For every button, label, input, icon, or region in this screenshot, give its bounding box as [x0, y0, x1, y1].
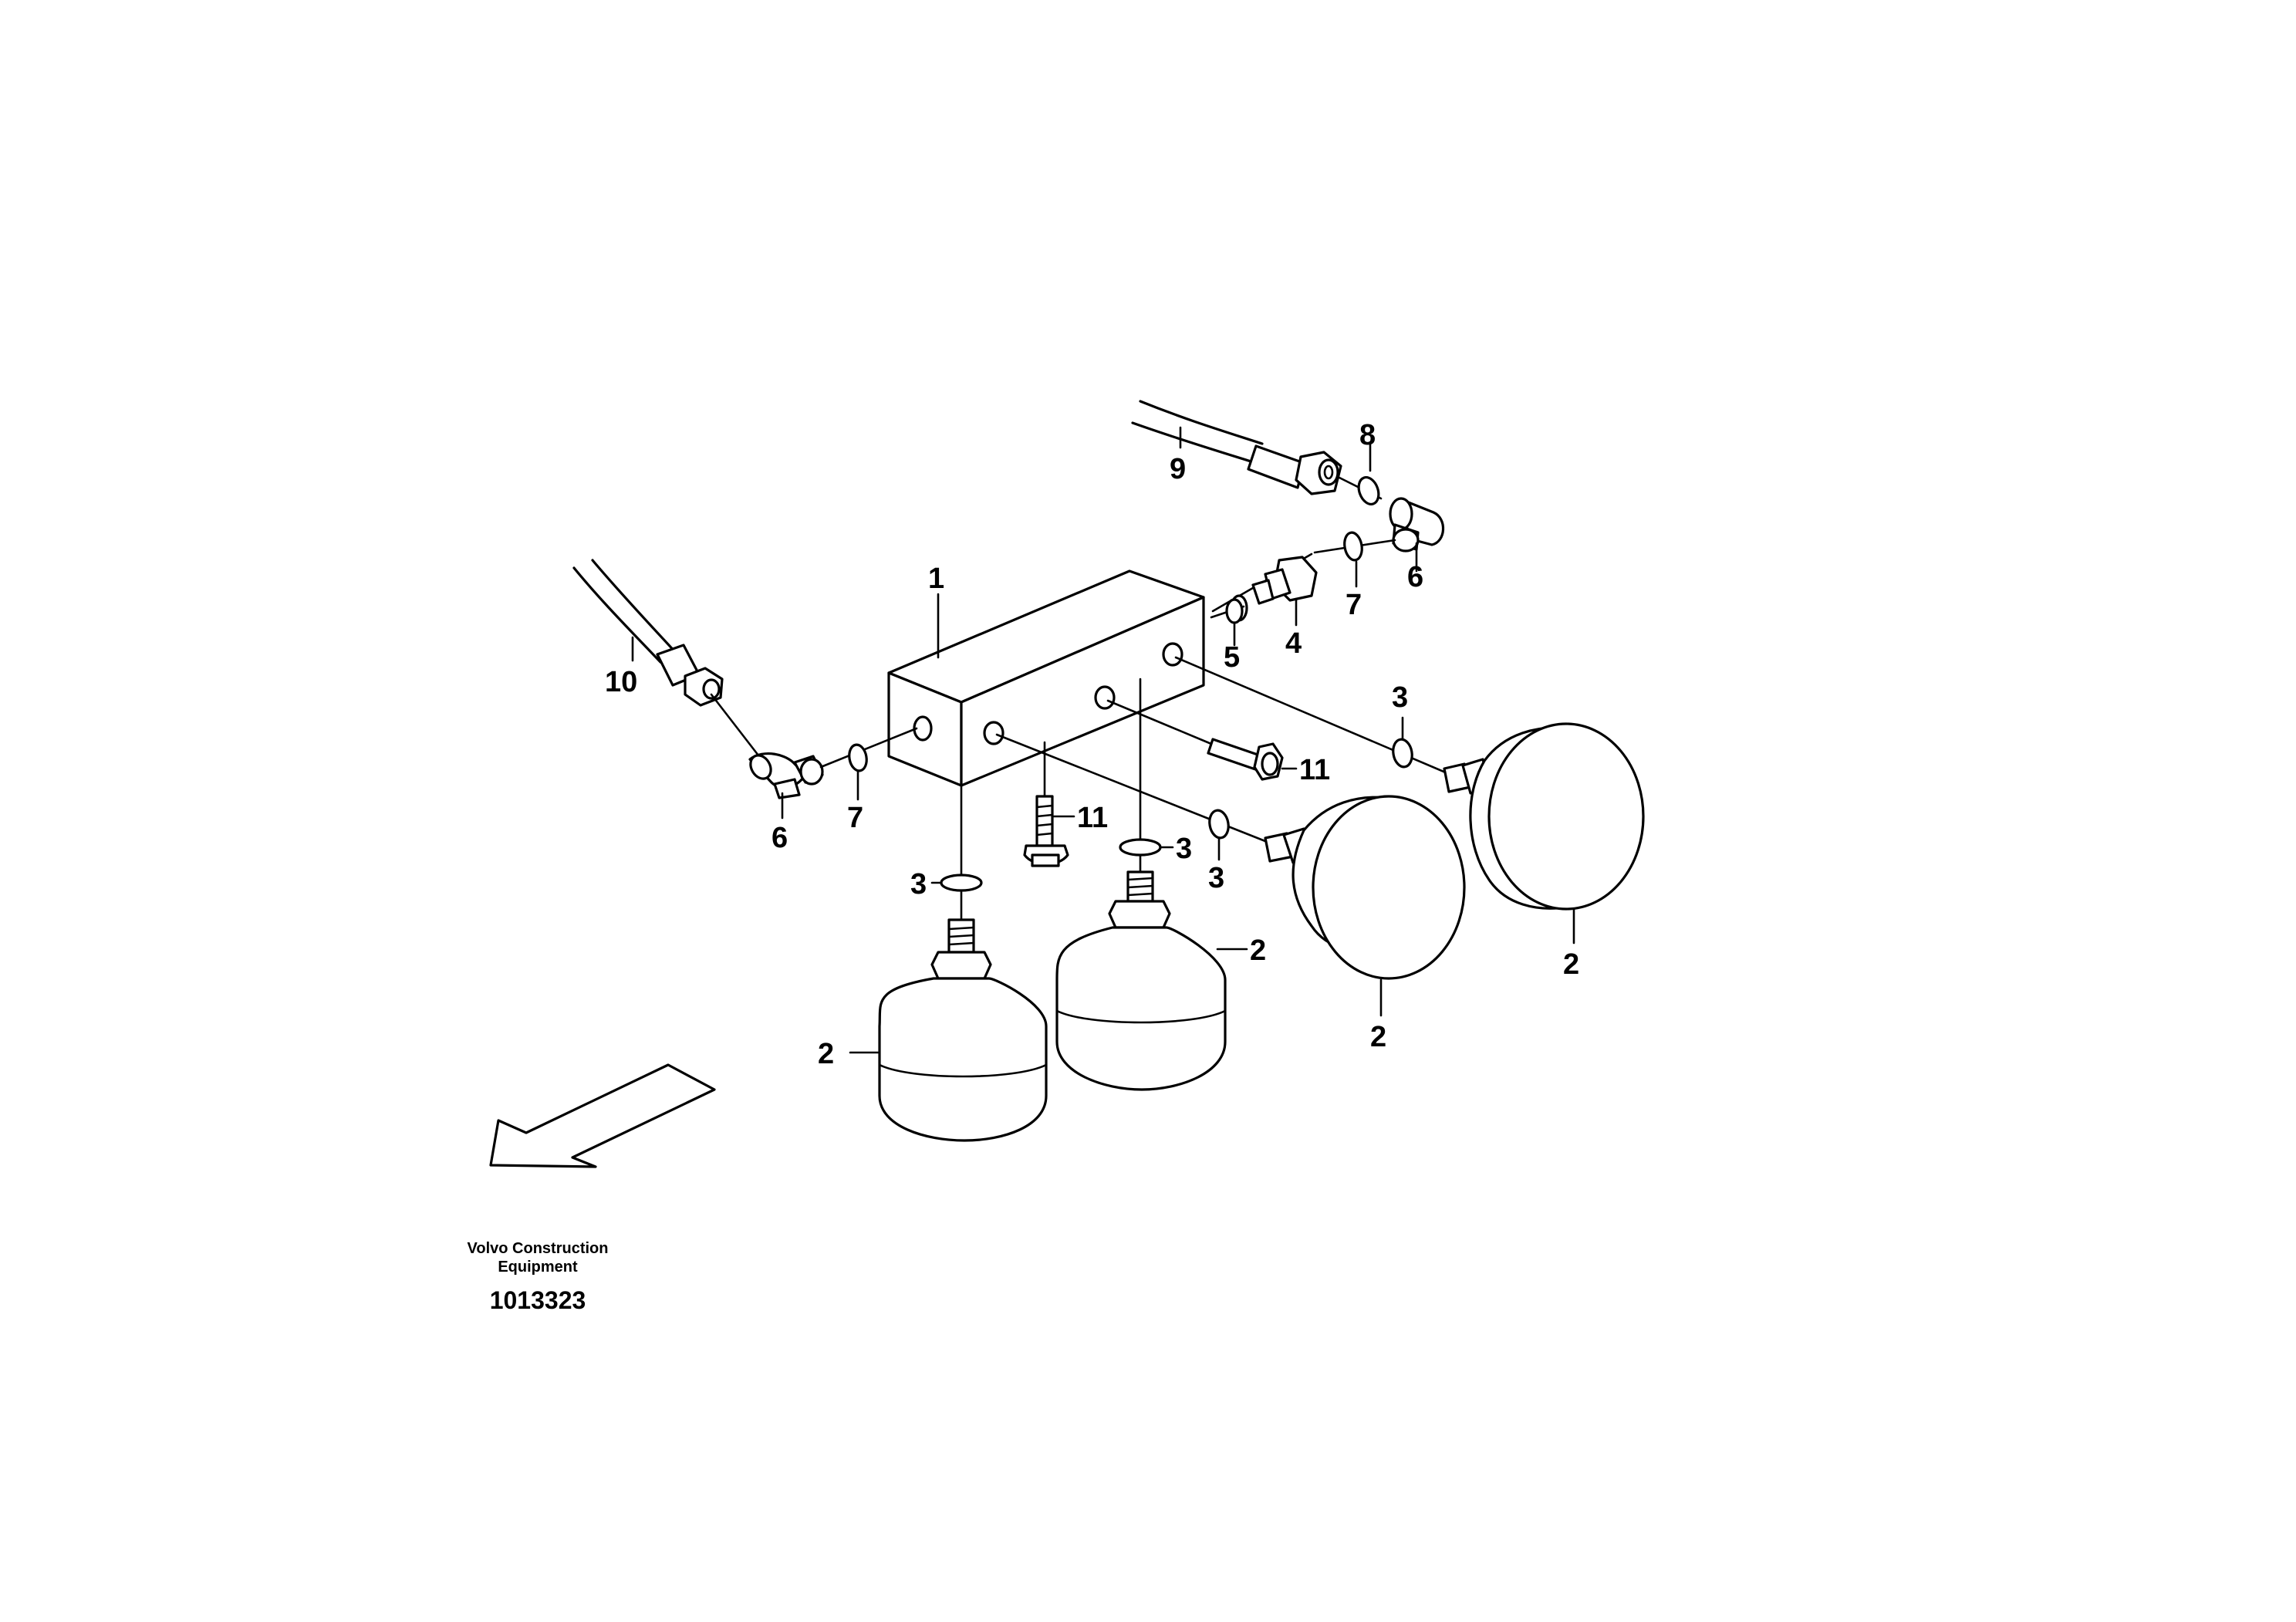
accumulator-2-a — [878, 918, 1048, 1142]
accumulator-2-d — [1443, 722, 1645, 911]
leader-lines — [631, 426, 1575, 1054]
callout-elbow-6-left: 6 — [772, 822, 788, 854]
callout-screw-11-horizontal: 11 — [1299, 754, 1330, 786]
callout-block-1: 1 — [928, 563, 944, 595]
accumulator-2-b — [1055, 870, 1227, 1091]
drawing-number: 1013323 — [490, 1286, 586, 1314]
callout-accumulator-2-b: 2 — [1250, 934, 1266, 967]
callout-o-ring-3-side: 3 — [1208, 862, 1224, 894]
callouts: 1 9 8 6 7 4 5 10 6 7 11 11 3 3 3 3 2 2 2… — [605, 419, 1579, 1070]
company-name-line-2: Equipment — [498, 1259, 578, 1276]
callout-nipple-4: 4 — [1285, 627, 1302, 660]
callout-o-ring-3-left: 3 — [910, 868, 927, 901]
callout-screw-11-vertical: 11 — [1077, 802, 1108, 834]
callout-hose-9: 9 — [1170, 453, 1186, 485]
distribution-block-1 — [887, 569, 1205, 787]
callout-o-ring-7-right: 7 — [1346, 589, 1362, 621]
callout-o-ring-3-right: 3 — [1392, 681, 1408, 714]
drawing-caption: Volvo Construction Equipment 1013323 — [468, 1240, 609, 1314]
callout-accumulator-2-a: 2 — [818, 1038, 834, 1070]
callout-accumulator-2-d: 2 — [1563, 948, 1579, 981]
screw-11-vertical — [1023, 741, 1069, 867]
line-block-to-accumulator-3 — [995, 733, 1282, 849]
callout-elbow-6-right: 6 — [1407, 561, 1423, 593]
callout-o-ring-8: 8 — [1359, 419, 1376, 451]
direction-arrow-icon — [489, 1063, 716, 1168]
screw-11-horizontal — [1106, 699, 1284, 781]
elbow-6-right — [1313, 475, 1445, 562]
callout-seal-5: 5 — [1224, 641, 1240, 674]
company-name-line-1: Volvo Construction — [468, 1240, 609, 1257]
callout-o-ring-3-middle: 3 — [1176, 833, 1192, 865]
callout-hose-10: 10 — [605, 666, 637, 698]
callout-o-ring-7-left: 7 — [847, 802, 863, 834]
hose-10 — [572, 559, 724, 707]
accumulator-2-c — [1264, 795, 1466, 980]
callout-accumulator-2-c: 2 — [1370, 1021, 1386, 1053]
seal-5 — [1225, 598, 1244, 624]
o-ring-3-set — [940, 738, 1413, 892]
elbow-6-left — [710, 693, 918, 799]
hose-9 — [1131, 400, 1342, 495]
